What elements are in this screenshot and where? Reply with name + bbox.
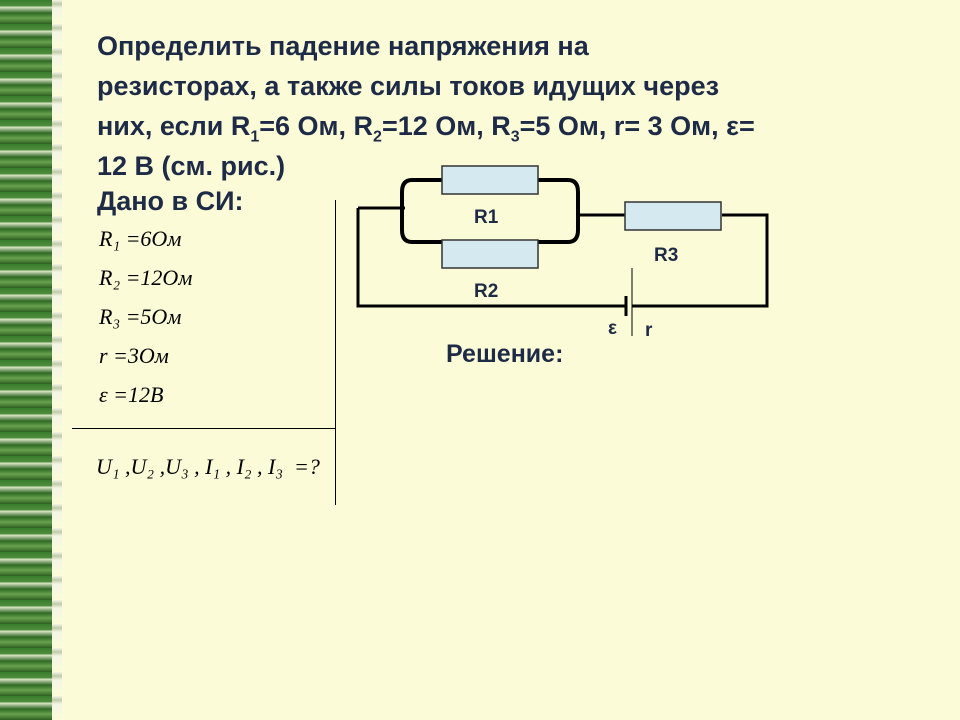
circuit-diagram: R1 R2 R3 ε r	[356, 165, 769, 341]
notebook-binding	[0, 0, 62, 720]
given-r2: R₂ =12Ом	[99, 265, 193, 290]
problem-sub-2: 2	[373, 128, 382, 146]
wire-left	[356, 208, 626, 308]
label-r2: R2	[474, 281, 498, 302]
label-r3: R3	[654, 245, 678, 266]
resistor-r3	[624, 201, 722, 231]
problem-line-2: резисторах, а также силы токов идущих че…	[97, 71, 720, 101]
problem-line-3d: =5 Ом, r= 3 Ом, ε=	[519, 111, 755, 141]
problem-line-3a: них, если R	[97, 111, 251, 141]
wire-parallel-loop-right	[538, 178, 580, 244]
given-emf: ε =12В	[99, 382, 164, 407]
problem-line-1: Определить падение напряжения на	[97, 31, 589, 61]
problem-line-4: 12 В (см. рис.)	[97, 151, 286, 181]
problem-statement: Определить падение напряжения на резисто…	[97, 26, 917, 186]
problem-line-3b: =6 Ом, R	[259, 111, 374, 141]
given-divider-vertical	[335, 200, 336, 505]
problem-sub-1: 1	[250, 128, 260, 146]
given-r3: R₃ =5Ом	[99, 304, 182, 329]
problem-sub-3: 3	[510, 128, 520, 146]
label-emf: ε	[608, 318, 617, 339]
label-internal-r: r	[645, 320, 653, 341]
given-title: Дано в СИ:	[97, 186, 244, 216]
resistor-r2	[441, 239, 539, 269]
given-list: R₁ =6Ом R₂ =12Ом R₃ =5Ом r =3Ом ε =12В	[99, 226, 192, 421]
wire-parallel-loop	[400, 178, 442, 244]
resistor-r1	[441, 165, 539, 195]
given-r1: R₁ =6Ом	[99, 226, 182, 251]
given-divider-horizontal	[72, 428, 336, 429]
solution-title: Решение:	[446, 340, 564, 368]
wire-right-bottom	[632, 213, 769, 308]
find-unknowns: U₁ ,U₂ ,U₃ , I₁ , I₂ , I₃ =?	[96, 454, 320, 479]
problem-line-3c: =12 Ом, R	[381, 111, 511, 141]
given-r-internal: r =3Ом	[99, 343, 169, 368]
label-r1: R1	[474, 207, 499, 228]
